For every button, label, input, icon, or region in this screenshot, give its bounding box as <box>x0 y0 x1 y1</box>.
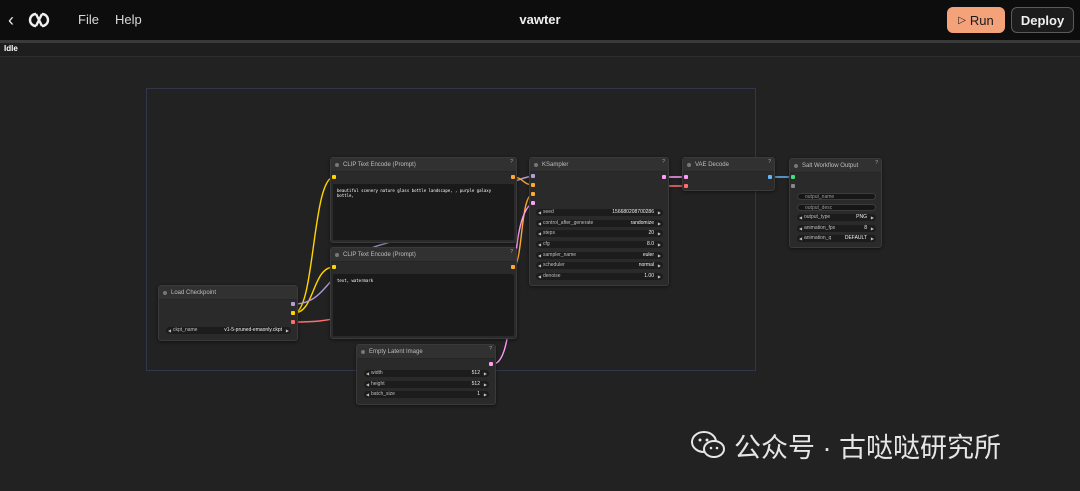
vae-input-port[interactable] <box>684 184 688 188</box>
help-icon[interactable]: ? <box>662 159 665 165</box>
node-title: Load Checkpoint <box>171 290 217 296</box>
top-bar: ‹ File Help vawter ▷ Run Deploy <box>0 0 1080 40</box>
deploy-button[interactable]: Deploy <box>1011 7 1074 33</box>
help-icon[interactable]: ? <box>510 249 513 255</box>
collapse-dot-icon[interactable] <box>361 350 365 354</box>
collapse-dot-icon[interactable] <box>534 163 538 167</box>
collapse-dot-icon[interactable] <box>794 164 798 168</box>
node-header[interactable]: Empty Latent Image ? <box>357 345 495 359</box>
run-button[interactable]: ▷ Run <box>947 7 1005 33</box>
node-header[interactable]: Load Checkpoint <box>159 286 297 300</box>
node-title: KSampler <box>542 162 569 168</box>
run-label: Run <box>969 12 994 28</box>
comfy-logo-icon[interactable] <box>27 9 51 31</box>
collapse-dot-icon[interactable] <box>687 163 691 167</box>
vae-output-port[interactable] <box>291 320 295 324</box>
negative-input-port[interactable] <box>531 192 535 196</box>
play-icon: ▷ <box>958 14 966 26</box>
model-input-port[interactable] <box>531 174 535 178</box>
clip-text-encode-negative-node[interactable]: CLIP Text Encode (Prompt) ? text, waterm… <box>330 247 517 339</box>
status-label: Idle <box>4 44 18 53</box>
positive-input-port[interactable] <box>531 183 535 187</box>
back-chevron-icon[interactable]: ‹ <box>8 10 14 30</box>
node-title: CLIP Text Encode (Prompt) <box>343 162 416 168</box>
latent-output-port[interactable] <box>489 362 493 366</box>
vae-decode-node[interactable]: VAE Decode ? <box>682 157 775 191</box>
image-input-port[interactable] <box>791 175 795 179</box>
node-header[interactable]: Salt Workflow Output ? <box>790 159 881 173</box>
latent-output-port[interactable] <box>662 175 666 179</box>
wechat-watermark: 公众号 · 古哒哒研究所 <box>690 425 1001 465</box>
latent-input-port[interactable] <box>531 201 535 205</box>
node-title: CLIP Text Encode (Prompt) <box>343 252 416 258</box>
samples-input-port[interactable] <box>684 175 688 179</box>
prompt-textarea[interactable]: beautiful scenery nature glass bottle la… <box>333 184 514 240</box>
collapse-dot-icon[interactable] <box>163 291 167 295</box>
node-header[interactable]: CLIP Text Encode (Prompt) ? <box>331 158 516 172</box>
salt-workflow-output-node[interactable]: Salt Workflow Output ? output_name outpu… <box>789 158 882 248</box>
help-icon[interactable]: ? <box>875 160 878 166</box>
model-output-port[interactable] <box>291 302 295 306</box>
menu-file[interactable]: File <box>78 12 99 27</box>
prompt-textarea[interactable]: text, watermark <box>333 274 514 336</box>
conditioning-output-port[interactable] <box>511 265 515 269</box>
link-clip-1 <box>293 176 335 314</box>
clip-input-port[interactable] <box>332 175 336 179</box>
help-icon[interactable]: ? <box>489 346 492 352</box>
clip-output-port[interactable] <box>291 311 295 315</box>
node-header[interactable]: KSampler ? <box>530 158 668 172</box>
collapse-dot-icon[interactable] <box>335 253 339 257</box>
header-divider <box>0 40 1080 43</box>
link-clip-2 <box>293 266 335 314</box>
output-name-field[interactable]: output_name <box>797 193 876 200</box>
node-title: Salt Workflow Output <box>802 163 859 169</box>
node-title: VAE Decode <box>695 162 729 168</box>
workflow-title: vawter <box>519 12 561 27</box>
node-header[interactable]: CLIP Text Encode (Prompt) ? <box>331 248 516 262</box>
watermark-text: 公众号 · 古哒哒研究所 <box>734 432 1001 463</box>
help-icon[interactable]: ? <box>510 159 513 165</box>
clip-text-encode-positive-node[interactable]: CLIP Text Encode (Prompt) ? beautiful sc… <box>330 157 517 243</box>
clip-input-port[interactable] <box>332 265 336 269</box>
image-output-port[interactable] <box>768 175 772 179</box>
node-header[interactable]: VAE Decode ? <box>683 158 774 172</box>
aux-input-port[interactable] <box>791 184 795 188</box>
node-title: Empty Latent Image <box>369 349 423 355</box>
wechat-icon <box>691 431 725 458</box>
help-icon[interactable]: ? <box>768 159 771 165</box>
collapse-dot-icon[interactable] <box>335 163 339 167</box>
output-desc-field[interactable]: output_desc <box>797 204 876 211</box>
menu-help[interactable]: Help <box>115 12 142 27</box>
conditioning-output-port[interactable] <box>511 175 515 179</box>
